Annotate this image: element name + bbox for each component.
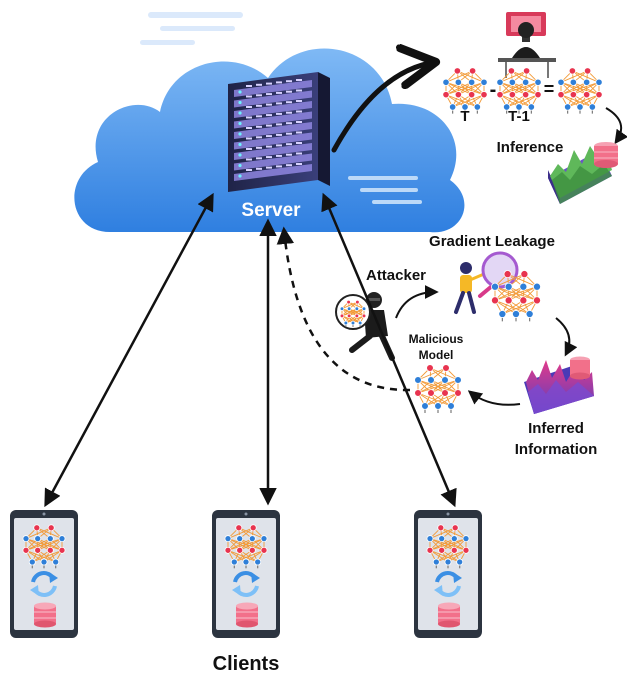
nn-icon-leak [491, 270, 541, 322]
inference-label: Inference [497, 139, 564, 156]
clients-label: Clients [213, 653, 280, 675]
client-device-2 [212, 510, 280, 638]
client-device-3 [414, 510, 482, 638]
malicious-label-line1: Malicious [409, 332, 464, 346]
nn-icon-diff [557, 67, 603, 114]
minus-sign: - [490, 79, 497, 101]
server-client3-arrow [321, 192, 457, 508]
nn-icon-t [442, 67, 488, 114]
diff-to-chart-arrow [605, 107, 627, 145]
attacker-label: Attacker [366, 267, 426, 284]
client-device-1 [10, 510, 78, 638]
malicious-label-line2: Model [419, 348, 454, 362]
server-to-inference-arrow [331, 62, 436, 153]
t-label: T [460, 108, 469, 125]
info-to-malicious-arrow [467, 390, 521, 406]
server-client1-arrow [44, 192, 214, 508]
server-rack-icon [228, 72, 330, 192]
leakage-to-info-arrow [555, 317, 578, 357]
analyst-person-icon [454, 262, 485, 314]
inferred-label-line1: Inferred [528, 420, 584, 437]
t-1-label: T-1 [508, 108, 530, 125]
inference-chart-icon [548, 142, 618, 204]
inferred-label-line2: Information [515, 441, 598, 458]
attacker-icon [335, 292, 395, 361]
nn-icon-malicious [414, 364, 462, 413]
attacker-to-leakage-arrow [395, 285, 439, 319]
hacker-desk-icon [498, 12, 556, 78]
magnifier-icon [478, 251, 519, 298]
equals-sign: = [544, 79, 555, 99]
gradient-leakage-label: Gradient Leakage [429, 233, 555, 250]
nn-icon-t-1 [496, 67, 542, 114]
server-label: Server [241, 200, 301, 221]
inferred-information-chart-icon [524, 356, 594, 414]
